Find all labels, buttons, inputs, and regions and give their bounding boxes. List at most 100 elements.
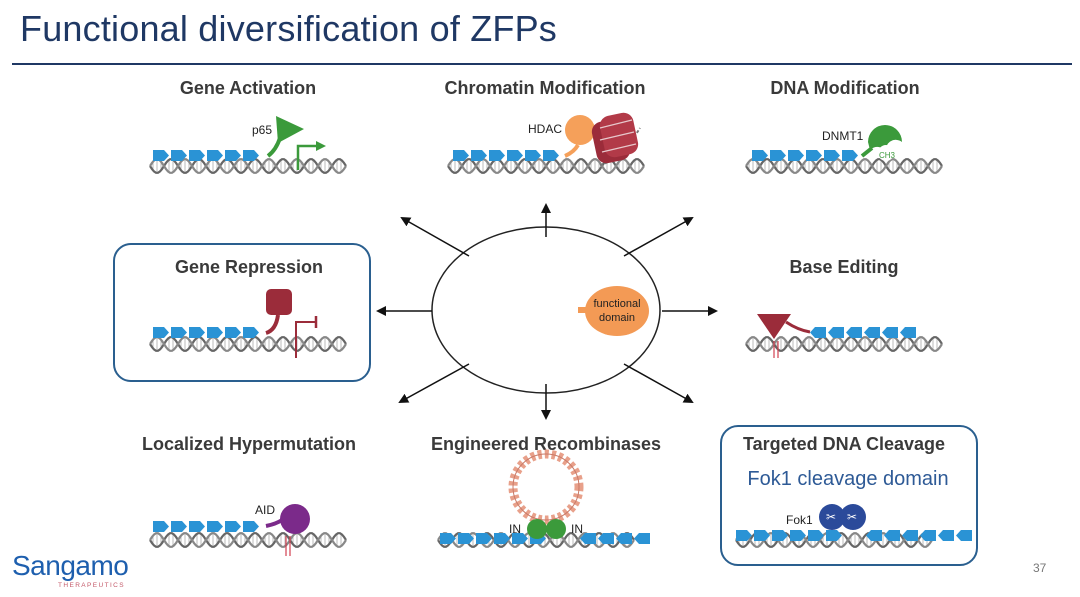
zinc-finger-module [938,530,954,541]
zinc-finger-module [736,530,752,541]
zinc-finger-module [806,150,822,161]
logo-subtitle: THERAPEUTICS [58,582,126,589]
zinc-finger-module [808,530,824,541]
zinc-finger-module [790,530,806,541]
zinc-finger-module [225,150,241,161]
arrow-down-right [623,363,694,403]
zinc-finger-module [171,327,187,338]
p65-label: p65 [252,123,272,137]
zinc-finger-module [440,533,456,544]
zinc-finger-module [494,533,510,544]
zinc-finger-module [846,327,862,338]
ch3-label: CH3 [879,151,896,160]
scissors-icon: ✂ [826,510,836,524]
scissors-icon: ✂ [847,510,857,524]
in-label-right: IN [571,522,583,536]
zinc-finger-module [920,530,936,541]
zinc-finger-module [471,150,487,161]
zinc-finger-module [171,521,187,532]
zfp-array [453,150,559,161]
functional-domain [585,286,649,336]
zinc-finger-module [884,530,900,541]
arrow-down-left [398,363,470,403]
zinc-finger-module [512,533,528,544]
zinc-finger-module [634,533,650,544]
repressor-domain-icon [265,289,318,358]
logo-wordmark: Sangamo [12,550,129,581]
dnmt1-label: DNMT1 [822,129,864,143]
zinc-finger-module [842,150,858,161]
dna-helix [149,532,347,548]
page-number: 37 [1033,561,1047,575]
zinc-finger-module [900,327,916,338]
arrows [376,203,718,420]
zfp-array-reversed [866,530,972,541]
hdac-nucleosome-icon: HDAC [528,112,641,166]
in-label-left: IN [509,522,521,536]
zfp-array [153,150,259,161]
zfp-array-reversed [580,533,650,544]
zfp-array [736,530,842,541]
zinc-finger-module [772,530,788,541]
zinc-finger-module [543,150,559,161]
zinc-finger-module [866,530,882,541]
zinc-finger-module [207,521,223,532]
zfp-array [752,150,858,161]
zinc-finger-module [243,521,259,532]
base-editor-icon [757,314,811,358]
p65-activator-icon: p65 [252,116,326,170]
label-dna-modification: DNA Modification [770,78,920,98]
sangamo-logo: Sangamo THERAPEUTICS [12,550,129,589]
zinc-finger-module [243,327,259,338]
zinc-finger-module [453,150,469,161]
slide-title: Functional diversification of ZFPs [20,8,558,49]
zinc-finger-module [243,150,259,161]
zinc-finger-module [580,533,596,544]
dna-helix [745,158,943,174]
fok1-label: Fok1 [786,513,813,527]
zinc-finger-module [189,150,205,161]
arrow-up-left [400,217,470,257]
functional-domain-label-1: functional [593,298,640,310]
zinc-finger-module [507,150,523,161]
dna-helix [149,158,347,174]
zfp-array [440,533,546,544]
label-gene-repression: Gene Repression [174,257,324,277]
zinc-finger-module [770,150,786,161]
zinc-finger-module [458,533,474,544]
zinc-finger-module [153,327,169,338]
label-gene-activation: Gene Activation [179,78,317,98]
zinc-finger-module [788,150,804,161]
zfp-array-reversed [810,327,916,338]
zinc-finger-module [882,327,898,338]
dna-helix [745,336,943,352]
zfp-array [153,521,259,532]
label-targeted-dna-cleavage: Targeted DNA Cleavage [742,434,946,454]
zinc-finger-module [864,327,880,338]
zinc-finger-module [598,533,614,544]
aid-deaminase-icon: AID [255,503,310,556]
zinc-finger-module [616,533,632,544]
zinc-finger-module [956,530,972,541]
zinc-finger-module [752,150,768,161]
zinc-finger-module [189,327,205,338]
targeted-cleavage-box [720,425,978,566]
zinc-finger-module [824,150,840,161]
label-chromatin-modification: Chromatin Modification [444,78,646,98]
zinc-finger-module [525,150,541,161]
functional-domain-label-2: domain [599,312,635,324]
zinc-finger-module [754,530,770,541]
fok1-cleavage-domain-label: Fok1 cleavage domain [747,468,949,490]
dnmt1-methyltransferase-icon: CH3 DNMT1 [822,125,902,161]
zinc-finger-module [810,327,826,338]
label-engineered-recombinases: Engineered Recombinases [430,434,662,454]
title-divider [12,63,1072,65]
aid-label: AID [255,503,275,517]
label-localized-hypermutation: Localized Hypermutation [141,434,357,454]
dna-helix [149,336,347,352]
zfp-array [153,327,259,338]
gene-repression-box [113,243,371,382]
arrow-up-right [623,217,694,257]
zinc-finger-module [828,327,844,338]
zinc-finger-module [902,530,918,541]
